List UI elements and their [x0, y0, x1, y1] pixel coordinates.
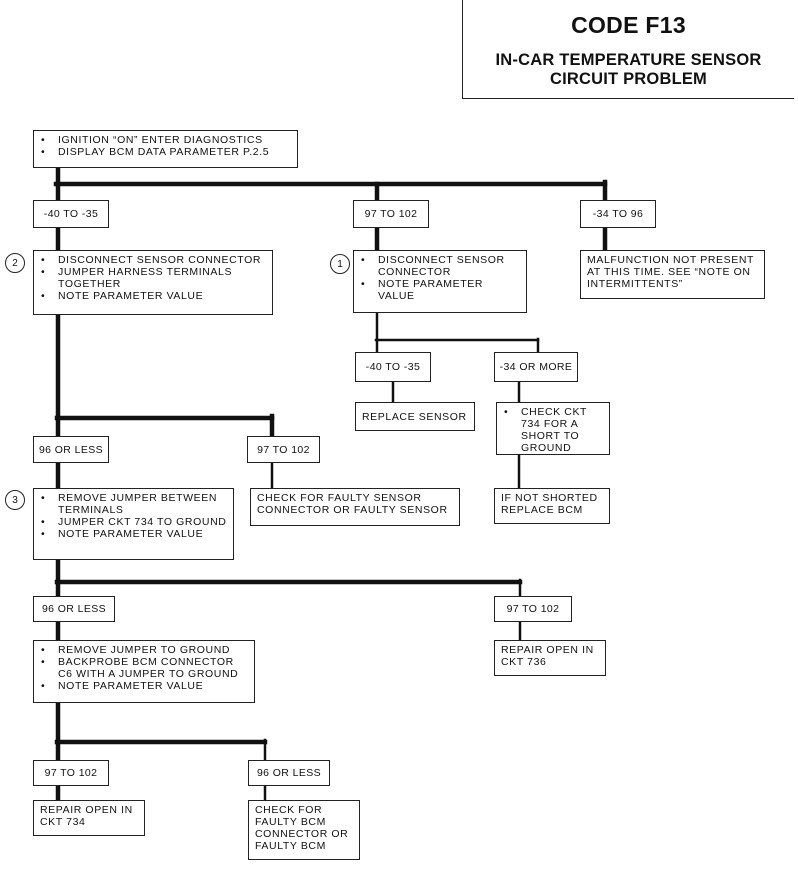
backprobe-box: REMOVE JUMPER TO GROUND BACKPROBE BCM CO… [33, 640, 255, 703]
test3-badge: 3 [5, 490, 25, 510]
check-734-step: CHECK CKT 734 FOR A SHORT TO GROUND [503, 406, 603, 454]
test2-step-2: JUMPER HARNESS TERMINALS TOGETHER [40, 266, 266, 290]
title-line-2: CIRCUIT PROBLEM [550, 70, 707, 88]
faulty-sensor-box: CHECK FOR FAULTY SENSOR CONNECTOR OR FAU… [250, 488, 460, 526]
test2-step-1: DISCONNECT SENSOR CONNECTOR [40, 254, 266, 266]
test1-step-2: NOTE PARAMETER VALUE [360, 278, 520, 302]
title-block: CODE F13 IN-CAR TEMPERATURE SENSOR CIRCU… [462, 0, 794, 99]
test1-badge: 1 [330, 254, 350, 274]
not-shorted-box: IF NOT SHORTED REPLACE BCM [494, 488, 610, 524]
test2-step-3: NOTE PARAMETER VALUE [40, 290, 266, 302]
t4-label-low: 96 OR LESS [248, 760, 330, 786]
title-line-1: IN-CAR TEMPERATURE SENSOR [495, 51, 762, 69]
backprobe-step-3: NOTE PARAMETER VALUE [40, 680, 248, 692]
test3-step-2: JUMPER CKT 734 TO GROUND [40, 516, 227, 528]
start-box: IGNITION “ON” ENTER DIAGNOSTICS DISPLAY … [33, 130, 298, 168]
test3-step-1: REMOVE JUMPER BETWEEN TERMINALS [40, 492, 227, 516]
test3-step-3: NOTE PARAMETER VALUE [40, 528, 227, 540]
replace-sensor-box: REPLACE SENSOR [355, 402, 475, 431]
t3-label-low: 96 OR LESS [33, 596, 115, 622]
t1-label-high: -34 OR MORE [494, 352, 578, 382]
branch1-label-normal: 97 TO 102 [353, 200, 429, 228]
t2-label-normal: 97 TO 102 [247, 436, 320, 463]
branch1-label-low: -40 TO -35 [33, 200, 109, 228]
intermittent-box: MALFUNCTION NOT PRESENT AT THIS TIME. SE… [580, 250, 765, 299]
test2-box: DISCONNECT SENSOR CONNECTOR JUMPER HARNE… [33, 250, 273, 315]
test2-badge: 2 [5, 253, 25, 273]
test1-step-1: DISCONNECT SENSOR CONNECTOR [360, 254, 520, 278]
repair-734-box: REPAIR OPEN IN CKT 734 [33, 800, 145, 836]
test1-box: DISCONNECT SENSOR CONNECTOR NOTE PARAMET… [353, 250, 527, 313]
t2-label-low: 96 OR LESS [33, 436, 109, 463]
t3-label-normal: 97 TO 102 [494, 596, 572, 622]
repair-736-box: REPAIR OPEN IN CKT 736 [494, 640, 606, 676]
faulty-bcm-box: CHECK FOR FAULTY BCM CONNECTOR OR FAULTY… [248, 800, 360, 860]
backprobe-step-1: REMOVE JUMPER TO GROUND [40, 644, 248, 656]
backprobe-step-2: BACKPROBE BCM CONNECTOR C6 WITH A JUMPER… [40, 656, 248, 680]
check-734-box: CHECK CKT 734 FOR A SHORT TO GROUND [496, 402, 610, 455]
test3-box: REMOVE JUMPER BETWEEN TERMINALS JUMPER C… [33, 488, 234, 560]
start-step-2: DISPLAY BCM DATA PARAMETER P.2.5 [40, 146, 291, 158]
t4-label-normal: 97 TO 102 [33, 760, 109, 786]
code-title: CODE F13 [571, 12, 686, 38]
t1-label-low: -40 TO -35 [355, 352, 431, 382]
start-step-1: IGNITION “ON” ENTER DIAGNOSTICS [40, 134, 291, 146]
branch1-label-mid: -34 TO 96 [580, 200, 656, 228]
